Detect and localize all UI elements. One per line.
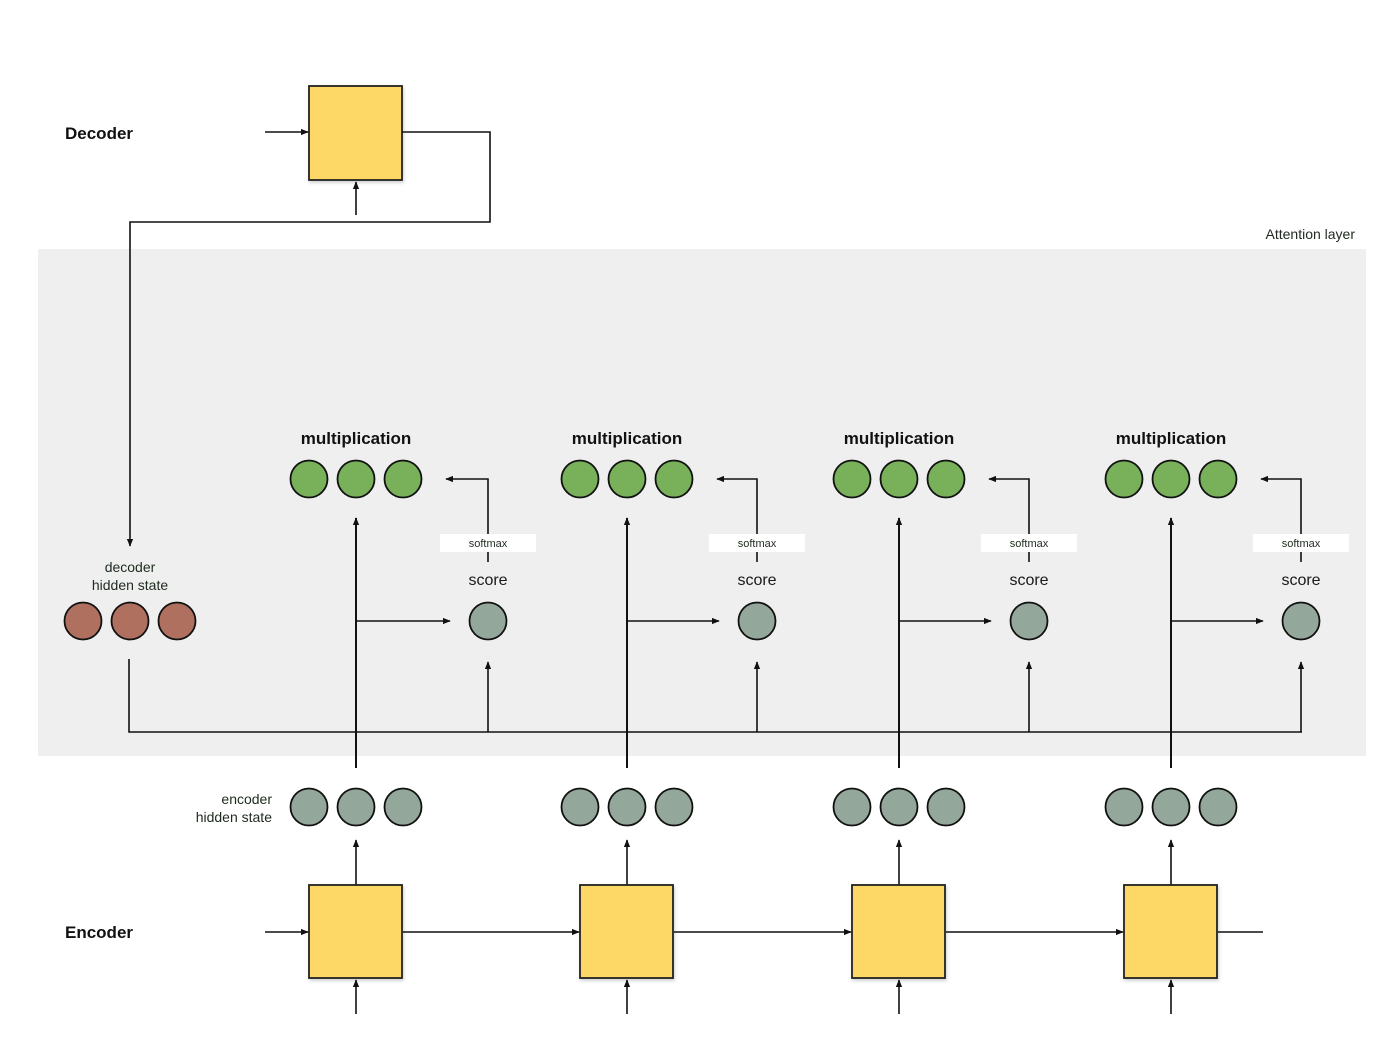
- multiplication-node: [1151, 459, 1191, 499]
- softmax-label: softmax: [738, 538, 777, 550]
- encoder-hidden-state-label-line2: hidden state: [196, 809, 272, 825]
- softmax-label: softmax: [469, 538, 508, 550]
- attention-layer-label: Attention layer: [1266, 226, 1356, 242]
- multiplication-node: [336, 459, 376, 499]
- decoder-hidden-node: [157, 601, 197, 641]
- multiplication-label: multiplication: [301, 429, 412, 448]
- attention-step: multiplication softmax score: [403, 429, 805, 1014]
- encoder-label: Encoder: [65, 923, 133, 942]
- decoder-hidden-state-label-line1: decoder: [105, 559, 156, 575]
- attention-layer-panel: [38, 249, 1366, 756]
- score-node: [468, 601, 508, 641]
- score-node: [737, 601, 777, 641]
- multiplication-node: [1198, 459, 1238, 499]
- decoder-hidden-node: [63, 601, 103, 641]
- multiplication-node: [926, 459, 966, 499]
- decoder-to-hidden-state-arrow: [126, 131, 491, 547]
- decoder-hidden-state-bus: [128, 659, 1302, 733]
- multiplication-node: [289, 459, 329, 499]
- decoder-hidden-state: [63, 601, 197, 641]
- decoder-label: Decoder: [65, 124, 133, 143]
- encoder-cell: [851, 884, 946, 979]
- score-node: [1281, 601, 1321, 641]
- encoder-cell: [308, 884, 403, 979]
- attention-steps: multiplicationsoftmaxscoremultiplication…: [265, 429, 1349, 1014]
- score-label: score: [1281, 572, 1320, 589]
- multiplication-label: multiplication: [844, 429, 955, 448]
- encoder-hidden-node: [336, 787, 376, 827]
- attention-step: multiplication softmax score: [265, 429, 536, 1014]
- attention-step: multiplication softmax score: [946, 429, 1349, 1014]
- encoder-hidden-node: [926, 787, 966, 827]
- encoder-hidden-state-label-line1: encoder: [221, 791, 272, 807]
- decoder-hidden-node: [110, 601, 150, 641]
- softmax-box: [1253, 534, 1349, 552]
- score-node: [1009, 601, 1049, 641]
- encoder-cell: [579, 884, 674, 979]
- multiplication-node: [1104, 459, 1144, 499]
- attention-step: multiplication softmax score: [674, 429, 1077, 1014]
- softmax-box: [440, 534, 536, 552]
- encoder-hidden-node: [832, 787, 872, 827]
- encoder-hidden-node: [1104, 787, 1144, 827]
- score-label: score: [1009, 572, 1048, 589]
- encoder-hidden-node: [607, 787, 647, 827]
- decoder-cell: [308, 85, 403, 181]
- score-label: score: [737, 572, 776, 589]
- encoder-hidden-node: [289, 787, 329, 827]
- encoder-hidden-node: [1151, 787, 1191, 827]
- multiplication-label: multiplication: [1116, 429, 1227, 448]
- encoder-hidden-node: [654, 787, 694, 827]
- softmax-box: [709, 534, 805, 552]
- softmax-label: softmax: [1010, 538, 1049, 550]
- multiplication-label: multiplication: [572, 429, 683, 448]
- encoder-hidden-node: [383, 787, 423, 827]
- multiplication-node: [607, 459, 647, 499]
- encoder-hidden-node: [560, 787, 600, 827]
- multiplication-node: [383, 459, 423, 499]
- encoder-hidden-node: [1198, 787, 1238, 827]
- encoder-hidden-node: [879, 787, 919, 827]
- decoder-hidden-state-label-line2: hidden state: [92, 577, 168, 593]
- score-label: score: [468, 572, 507, 589]
- multiplication-node: [560, 459, 600, 499]
- multiplication-node: [879, 459, 919, 499]
- encoder-cell: [1123, 884, 1218, 979]
- softmax-box: [981, 534, 1077, 552]
- multiplication-node: [654, 459, 694, 499]
- softmax-label: softmax: [1282, 538, 1321, 550]
- multiplication-node: [832, 459, 872, 499]
